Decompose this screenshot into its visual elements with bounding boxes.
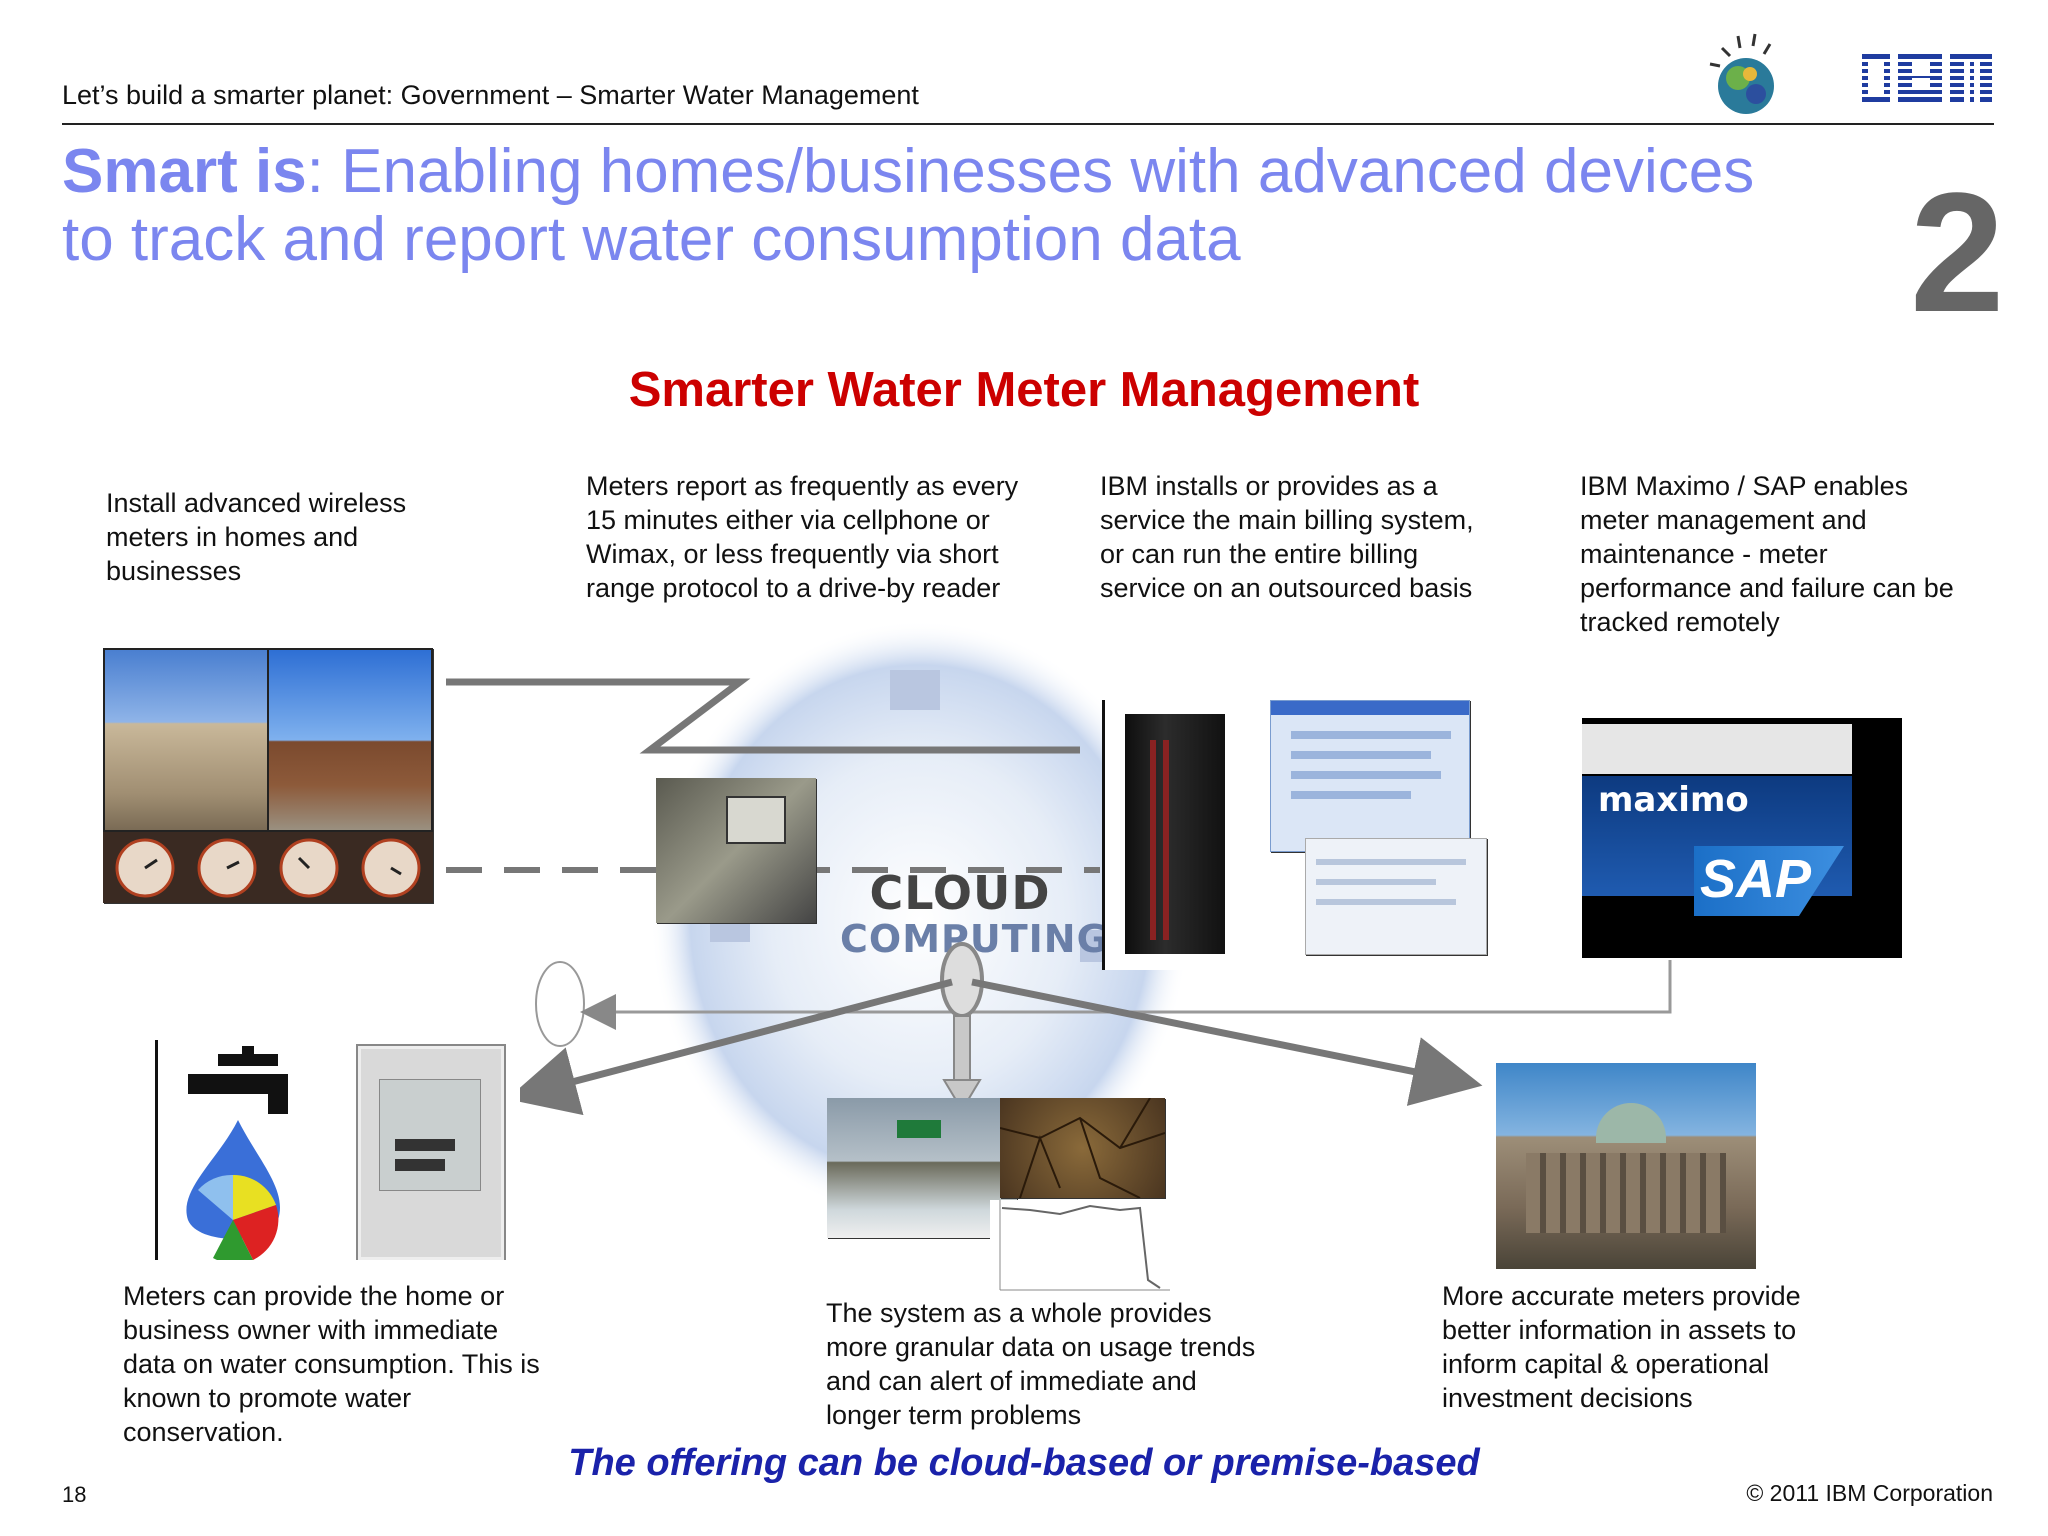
smarter-planet-globe-icon xyxy=(1709,33,1774,114)
connector-lines xyxy=(446,678,1100,873)
home-display-device xyxy=(358,1046,504,1260)
homes-and-meters-photo xyxy=(103,648,433,903)
title-emphasis: Smart is xyxy=(62,137,307,206)
faucet-pie-icon xyxy=(186,1046,288,1260)
flood-photo xyxy=(827,1098,1017,1238)
breadcrumb: Let’s build a smarter planet: Government… xyxy=(62,80,919,110)
townhouses-photo xyxy=(105,650,267,830)
meter-reporting-text: Meters report as frequently as every 15 … xyxy=(586,471,1019,603)
section-number: 2 xyxy=(1910,158,2005,348)
owner-data-text: Meters can provide the home or business … xyxy=(123,1281,540,1447)
brick-house-photo xyxy=(269,650,431,830)
header-rule xyxy=(62,123,1994,125)
cloud-label: CLOUD COMPUTING xyxy=(840,866,1108,962)
assets-text: More accurate meters provide better info… xyxy=(1442,1281,1801,1413)
billing-screenshot-2 xyxy=(1305,838,1487,955)
install-meters-text: Install advanced wireless meters in home… xyxy=(106,488,407,586)
cloud-background xyxy=(650,620,1190,1220)
drought-photo xyxy=(1000,1098,1165,1198)
ibm-logo xyxy=(1860,54,1994,102)
maximo-sap-text: IBM Maximo / SAP enables meter managemen… xyxy=(1580,471,1954,637)
maximo-sap-logo: maximo SAP xyxy=(1582,718,1902,958)
maximo-logo-text: maximo xyxy=(1598,780,1749,820)
drive-by-reader-photo xyxy=(656,778,816,923)
diagram-title: Smarter Water Meter Management xyxy=(628,363,1420,417)
usage-trend-chart xyxy=(990,1200,1180,1300)
system-data-text: The system as a whole provides more gran… xyxy=(826,1298,1256,1430)
title-rest: : Enabling homes/businesses with advance… xyxy=(62,137,1755,274)
billing-text: IBM installs or provides as a service th… xyxy=(1100,471,1474,603)
page-number: 18 xyxy=(62,1482,87,1507)
distribution-arrows xyxy=(520,942,1672,1116)
government-building-photo xyxy=(1496,1063,1756,1269)
copyright: © 2011 IBM Corporation xyxy=(1746,1480,1993,1506)
meter-dials-photo xyxy=(103,832,433,903)
faucet-consumption-graphic xyxy=(155,1040,508,1260)
ibm-server-photo xyxy=(1102,700,1253,970)
page-title: Smart is: Enabling homes/businesses with… xyxy=(62,138,1822,274)
cloud-label-line1: CLOUD xyxy=(869,866,1051,920)
billing-screenshot-1 xyxy=(1270,700,1470,852)
sap-logo-text: SAP xyxy=(1700,849,1812,909)
offering-tagline: The offering can be cloud-based or premi… xyxy=(568,1442,1480,1484)
